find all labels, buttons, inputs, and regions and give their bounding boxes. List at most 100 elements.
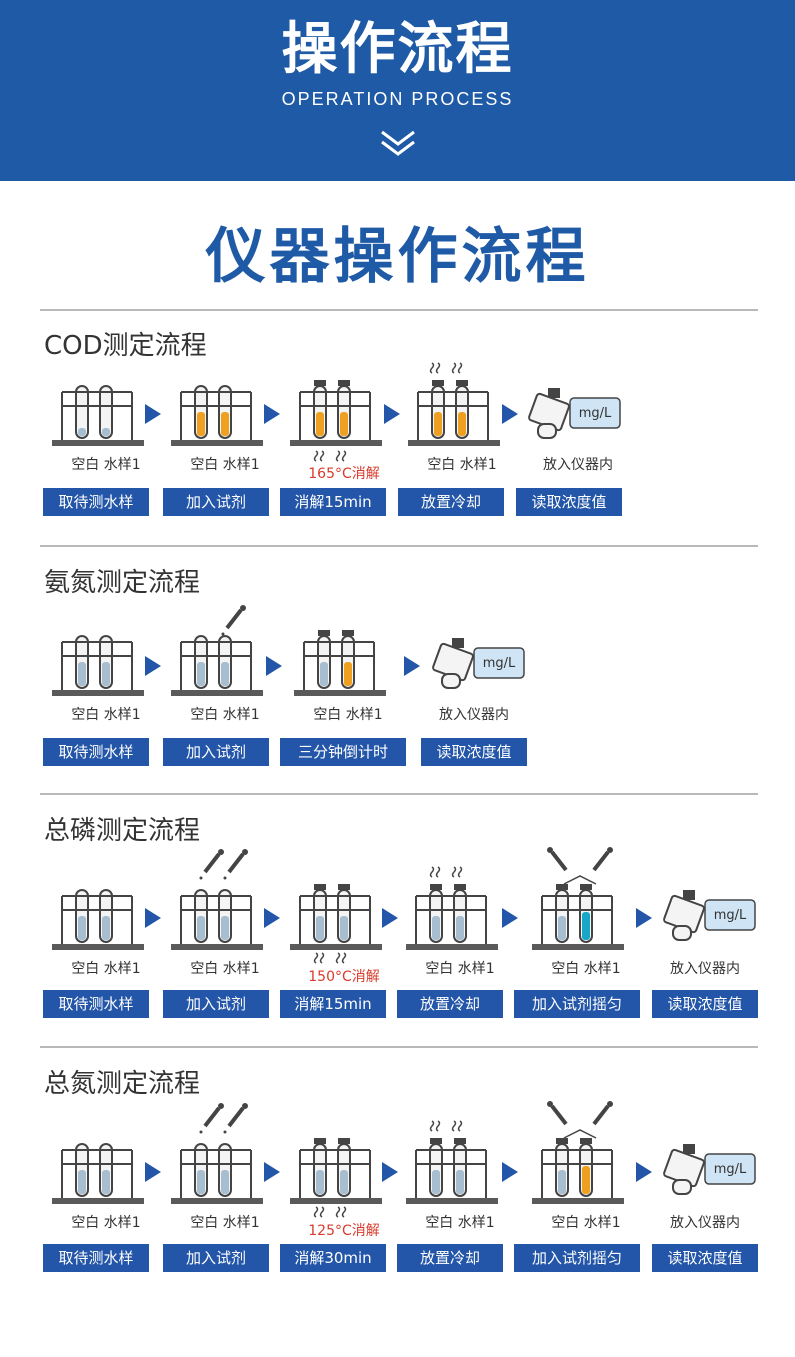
step-button-read[interactable]: 读取浓度值 <box>421 738 527 766</box>
step-caption: 空白 水样1 <box>425 1215 495 1231</box>
test-tube-rack-icon <box>52 889 144 950</box>
test-tube-rack-icon <box>290 884 382 950</box>
arrow-right-icon <box>382 908 398 928</box>
test-tube-rack-icon <box>171 889 263 950</box>
step-button-add-reagent[interactable]: 加入试剂 <box>163 1244 269 1272</box>
section-title-phosphorus: 总磷测定流程 <box>44 816 201 846</box>
arrow-right-icon <box>382 1162 398 1182</box>
arrow-right-icon <box>145 908 161 928</box>
arrow-right-icon <box>145 656 161 676</box>
arrow-right-icon <box>266 656 282 676</box>
section-title-ammonia: 氨氮测定流程 <box>44 568 201 598</box>
arrow-right-icon <box>264 908 280 928</box>
step-button-add-reagent-shake[interactable]: 加入试剂摇匀 <box>514 990 640 1018</box>
test-tube-rack-icon <box>290 380 382 446</box>
step-button-take-sample[interactable]: 取待测水样 <box>43 990 149 1018</box>
meter-unit: mg/L <box>713 908 747 923</box>
test-tube-rack-icon <box>171 1143 263 1204</box>
arrow-right-icon <box>145 404 161 424</box>
section-title-nitrogen: 总氮测定流程 <box>44 1069 201 1099</box>
step-caption: 空白 水样1 <box>190 1215 260 1231</box>
arrow-right-icon <box>502 404 518 424</box>
step-button-take-sample[interactable]: 取待测水样 <box>43 488 149 516</box>
steam-icon <box>313 952 347 964</box>
meter-unit: mg/L <box>578 406 612 421</box>
step-caption: 空白 水样1 <box>190 961 260 977</box>
section-divider <box>40 793 758 795</box>
step-button-cool[interactable]: 放置冷却 <box>397 990 503 1018</box>
meter-icon <box>663 1144 756 1195</box>
step-button-read[interactable]: 读取浓度值 <box>652 990 758 1018</box>
banner-title: 操作流程 <box>281 17 514 82</box>
step-button-digest[interactable]: 消解15min <box>280 990 386 1018</box>
arrow-right-icon <box>264 404 280 424</box>
test-tube-rack-icon <box>290 1138 382 1204</box>
test-tube-rack-icon <box>406 884 498 950</box>
step-caption: 放入仪器内 <box>670 961 740 977</box>
step-button-countdown[interactable]: 三分钟倒计时 <box>280 738 406 766</box>
banner-subtitle: OPERATION PROCESS <box>281 89 514 109</box>
arrow-right-icon <box>264 1162 280 1182</box>
step-caption: 空白 水样1 <box>313 707 383 723</box>
test-tube-rack-icon <box>171 635 263 696</box>
arrow-right-icon <box>404 656 420 676</box>
step-caption: 空白 水样1 <box>190 457 260 473</box>
test-tube-rack-icon <box>52 635 144 696</box>
test-tube-rack-icon <box>406 1138 498 1204</box>
test-tube-rack-icon <box>408 380 500 446</box>
digest-temperature: 165°C消解 <box>308 466 380 482</box>
step-button-digest[interactable]: 消解30min <box>280 1244 386 1272</box>
step-button-digest[interactable]: 消解15min <box>280 488 386 516</box>
step-caption: 空白 水样1 <box>71 1215 141 1231</box>
dropper-icon <box>199 1103 224 1134</box>
section-divider <box>40 309 758 311</box>
meter-icon <box>432 638 525 689</box>
step-button-take-sample[interactable]: 取待测水样 <box>43 738 149 766</box>
step-button-add-reagent[interactable]: 加入试剂 <box>163 488 269 516</box>
chevron-down-icon <box>381 130 415 156</box>
step-caption: 放入仪器内 <box>439 707 509 723</box>
steam-icon <box>313 450 347 462</box>
steam-icon <box>429 1120 463 1132</box>
meter-icon <box>528 388 621 439</box>
main-title: 仪器操作流程 <box>205 222 590 292</box>
meter-unit: mg/L <box>482 656 516 671</box>
step-button-read[interactable]: 读取浓度值 <box>516 488 622 516</box>
arrow-right-icon <box>636 1162 652 1182</box>
section-title-cod: COD测定流程 <box>44 331 207 361</box>
meter-unit: mg/L <box>713 1162 747 1177</box>
step-button-cool[interactable]: 放置冷却 <box>398 488 504 516</box>
test-tube-rack-icon <box>532 884 624 950</box>
arrow-right-icon <box>145 1162 161 1182</box>
step-button-add-reagent[interactable]: 加入试剂 <box>163 990 269 1018</box>
meter-icon <box>663 890 756 941</box>
test-tube-rack-icon <box>532 1138 624 1204</box>
step-caption: 空白 水样1 <box>190 707 260 723</box>
arrow-right-icon <box>502 1162 518 1182</box>
step-caption: 空白 水样1 <box>71 961 141 977</box>
step-button-add-reagent[interactable]: 加入试剂 <box>163 738 269 766</box>
test-tube-rack-icon <box>52 1143 144 1204</box>
digest-temperature: 125°C消解 <box>308 1223 380 1239</box>
step-button-read[interactable]: 读取浓度值 <box>652 1244 758 1272</box>
steam-icon <box>429 362 463 374</box>
step-button-cool[interactable]: 放置冷却 <box>397 1244 503 1272</box>
steam-icon <box>313 1206 347 1218</box>
step-caption: 空白 水样1 <box>71 457 141 473</box>
step-caption: 空白 水样1 <box>425 961 495 977</box>
test-tube-rack-icon <box>171 385 263 446</box>
section-divider <box>40 545 758 547</box>
step-button-add-reagent-shake[interactable]: 加入试剂摇匀 <box>514 1244 640 1272</box>
dropper-icon <box>199 849 224 880</box>
arrow-right-icon <box>384 404 400 424</box>
arrow-right-icon <box>636 908 652 928</box>
step-button-take-sample[interactable]: 取待测水样 <box>43 1244 149 1272</box>
section-divider <box>40 1046 758 1048</box>
dropper-icon <box>223 849 248 880</box>
step-caption: 放入仪器内 <box>670 1215 740 1231</box>
test-tube-rack-icon <box>294 630 386 696</box>
test-tube-rack-icon <box>52 385 144 446</box>
dropper-icon <box>547 1101 613 1139</box>
dropper-icon <box>547 847 613 885</box>
dropper-icon <box>221 605 246 636</box>
